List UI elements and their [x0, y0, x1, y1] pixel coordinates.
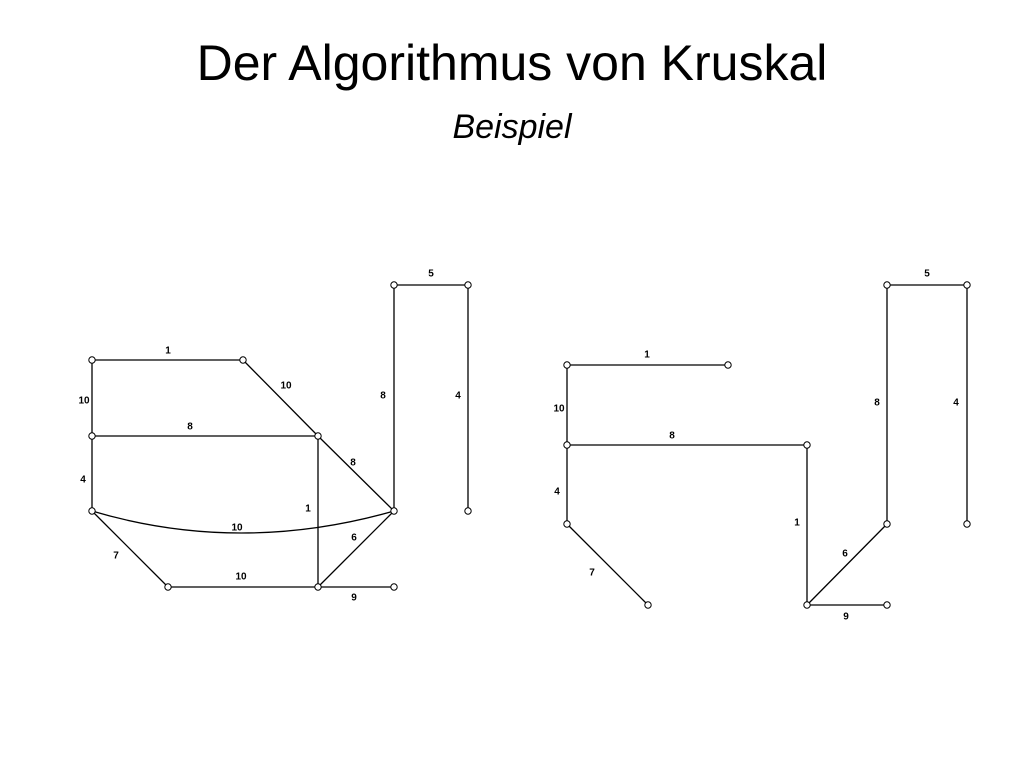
- original-edge-E-H: [91, 510, 395, 534]
- spanning_tree-weight-label-G-H: 6: [842, 549, 848, 560]
- spanning_tree-node-F: [644, 601, 652, 609]
- original-weight-label-A-B: 1: [165, 346, 171, 357]
- spanning_tree-node-J: [883, 601, 891, 609]
- spanning_tree-weight-label-A-C: 10: [553, 404, 565, 415]
- spanning_tree-weight-label-A-B: 1: [644, 350, 650, 361]
- original-weight-label-L-M: 4: [455, 391, 461, 402]
- original-node-D: [314, 432, 322, 440]
- spanning_tree-node-E: [563, 520, 571, 528]
- original-node-M: [464, 507, 472, 515]
- original-node-G: [314, 583, 322, 591]
- original-weight-label-H-K: 8: [380, 391, 386, 402]
- original-weight-label-E-F: 7: [113, 551, 119, 562]
- original-weight-label-G-H: 6: [351, 533, 357, 544]
- slide-subtitle: Beispiel: [452, 108, 572, 146]
- spanning_tree-node-G: [803, 601, 811, 609]
- original-weight-label-D-H: 8: [350, 458, 356, 469]
- spanning_tree-node-M: [963, 520, 971, 528]
- spanning_tree-weight-label-H-K: 8: [874, 398, 880, 409]
- original-edge-D-H: [317, 435, 395, 512]
- original-weight-label-E-H: 10: [231, 523, 243, 534]
- original-edge-E-F: [91, 510, 169, 588]
- spanning_tree-weight-label-G-J: 9: [843, 612, 849, 623]
- original-graph: 1 10 10 8 4 8 1 10 7 10 6 9 8 5 4: [78, 269, 472, 604]
- spanning_tree-weight-label-C-E: 4: [554, 487, 560, 498]
- spanning_tree-weight-label-D-G: 1: [794, 518, 800, 529]
- spanning_tree-edge-G-H: [806, 523, 888, 606]
- spanning_tree-node-C: [563, 441, 571, 449]
- original-edge-G-H: [317, 510, 395, 588]
- original-edge-B-D: [242, 359, 319, 437]
- spanning_tree-node-L: [963, 281, 971, 289]
- original-node-E: [88, 507, 96, 515]
- original-weight-label-C-D: 8: [187, 422, 193, 433]
- slide-title: Der Algorithmus von Kruskal: [196, 35, 828, 91]
- spanning_tree-node-A: [563, 361, 571, 369]
- original-weight-label-G-J: 9: [351, 593, 357, 604]
- spanning_tree-node-H: [883, 520, 891, 528]
- original-weight-label-A-C: 10: [78, 396, 90, 407]
- original-node-C: [88, 432, 96, 440]
- original-node-K: [390, 281, 398, 289]
- spanning-tree-graph: 1 10 8 4 7 1 6 9 8 5 4: [553, 269, 971, 623]
- original-weight-label-B-D: 10: [280, 381, 292, 392]
- spanning_tree-node-B: [724, 361, 732, 369]
- spanning_tree-weight-label-L-M: 4: [953, 398, 959, 409]
- original-node-L: [464, 281, 472, 289]
- original-node-B: [239, 356, 247, 364]
- spanning_tree-weight-label-E-F: 7: [589, 568, 595, 579]
- original-weight-label-K-L: 5: [428, 269, 434, 280]
- original-node-F: [164, 583, 172, 591]
- spanning_tree-node-K: [883, 281, 891, 289]
- original-weight-label-C-E: 4: [80, 475, 86, 486]
- spanning_tree-weight-label-C-D: 8: [669, 431, 675, 442]
- spanning_tree-edge-E-F: [566, 523, 649, 606]
- original-weight-label-F-G: 10: [235, 572, 247, 583]
- original-node-J: [390, 583, 398, 591]
- original-weight-label-D-G: 1: [305, 504, 311, 515]
- original-node-A: [88, 356, 96, 364]
- spanning_tree-node-D: [803, 441, 811, 449]
- spanning_tree-weight-label-K-L: 5: [924, 269, 930, 280]
- original-node-H: [390, 507, 398, 515]
